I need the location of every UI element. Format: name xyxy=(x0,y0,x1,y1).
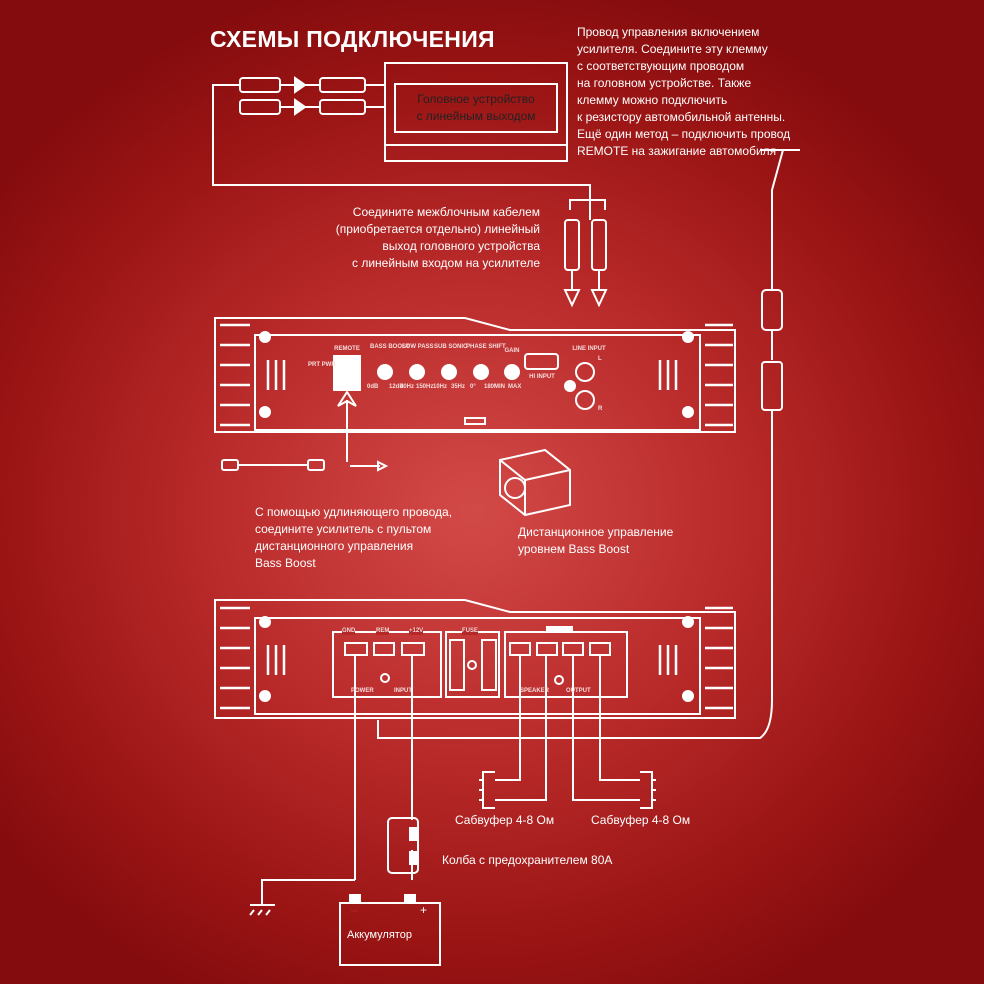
fuse-label: FUSE xyxy=(462,628,479,635)
note-line: соедините усилитель с пультом xyxy=(255,522,432,536)
knob-min: 10Hz xyxy=(433,384,448,390)
note-line: С помощью удлиняющего провода, xyxy=(255,505,453,519)
note-line: уровнем Bass Boost xyxy=(518,542,630,556)
extension-cable-icon xyxy=(221,459,389,472)
gain-label: GAIN xyxy=(504,348,520,354)
line-input-label: LINE INPUT xyxy=(572,346,606,352)
speaker-label: SPEAKER xyxy=(520,688,550,694)
note-line: с линейным входом на усилителе xyxy=(351,256,540,270)
battery-minus: – xyxy=(351,903,358,917)
note-line: (приобретается отдельно) линейный xyxy=(335,222,540,236)
amplifier-bottom xyxy=(214,599,736,719)
speaker-wires xyxy=(495,655,640,801)
note-line: Ещё один метод – подключить провод xyxy=(577,127,791,141)
rca-note: Соедините межблочным кабелем (приобретает… xyxy=(300,204,540,272)
note-line: Дистанционное управление xyxy=(518,525,674,539)
remote-wire xyxy=(377,149,800,739)
fuse-holder-label: Колба с предохранителем 80А xyxy=(442,853,613,867)
remote-control-note: Дистанционное управление уровнем Bass Boo… xyxy=(518,524,673,558)
output-label: OUTPUT xyxy=(566,688,591,694)
note-line: выход головного устройства xyxy=(382,239,540,253)
knob-min: 0° xyxy=(470,384,476,390)
fuse-holder-icon xyxy=(387,817,419,874)
note-line: клемму можно подключить xyxy=(577,93,728,107)
hi-input-label: HI INPUT xyxy=(529,374,555,380)
battery-icon xyxy=(339,902,441,966)
subwoofer-1-label: Сабвуфер 4-8 Ом xyxy=(455,813,555,827)
phase-shift-label: PHASE SHIFT xyxy=(466,344,506,350)
extension-note: С помощью удлиняющего провода, соедините … xyxy=(255,504,452,572)
knob-min: MIN xyxy=(494,384,505,390)
head-unit-icon xyxy=(384,62,568,162)
note-line: REMOTE на зажигание автомобиля xyxy=(577,144,777,158)
note-line: Соедините межблочным кабелем xyxy=(352,205,540,219)
note-line: с соответствующим проводом xyxy=(577,59,745,73)
label-line: Головное устройство xyxy=(417,92,535,106)
power-wires xyxy=(249,655,413,916)
power-label: POWER xyxy=(351,688,374,694)
bass-boost-remote-icon xyxy=(499,448,571,517)
rem-label: REM xyxy=(376,628,390,635)
note-line: к резистору автомобильной антенны. xyxy=(577,110,786,124)
knob-max: 150Hz xyxy=(416,384,434,390)
amplifier-top xyxy=(214,317,736,462)
subwoofer-2-label: Сабвуфер 4-8 Ом xyxy=(591,813,691,827)
prt-pwr-label: PRT PWR xyxy=(308,362,336,368)
head-unit-label: Головное устройство с линейным выходом xyxy=(396,91,556,125)
remote-connector-icon xyxy=(761,289,783,331)
sub-sonic-label: SUB SONIC xyxy=(434,344,468,350)
left-channel-label: L xyxy=(598,356,602,362)
knob-max: 35Hz xyxy=(451,384,466,390)
rca-cable-icon xyxy=(212,76,608,308)
battery-plus: + xyxy=(420,903,428,917)
note-line: усилителя. Соедините эту клемму xyxy=(577,42,768,56)
bass-boost-label: BASS BOOST xyxy=(370,344,410,350)
note-line: дистанционного управления xyxy=(255,539,414,553)
knob-max: 180° xyxy=(484,384,497,390)
knob-max: 12dB xyxy=(389,384,404,390)
12v-label: +12V xyxy=(409,628,424,635)
knob-min: 40Hz xyxy=(400,384,415,390)
remote-port-label: REMOTE xyxy=(334,346,360,352)
low-pass-label: LOW PASS xyxy=(402,344,434,350)
note-line: Провод управления включением xyxy=(577,25,760,39)
note-line: на головном устройстве. Также xyxy=(577,76,752,90)
note-line: Bass Boost xyxy=(255,556,316,570)
page-title: СХЕМЫ ПОДКЛЮЧЕНИЯ xyxy=(210,26,495,52)
gnd-label: GND xyxy=(342,628,356,635)
input-label: INPUT xyxy=(394,688,412,694)
knob-min: 0dB xyxy=(367,384,379,390)
subwoofer-plugs-icon xyxy=(479,771,656,809)
knob-max: MAX xyxy=(508,384,522,390)
remote-wire-note: Провод управления включением усилителя. С… xyxy=(577,24,790,160)
right-channel-label: R xyxy=(598,406,603,412)
battery-label: Аккумулятор xyxy=(347,929,412,941)
label-line: с линейным выходом xyxy=(416,109,536,123)
